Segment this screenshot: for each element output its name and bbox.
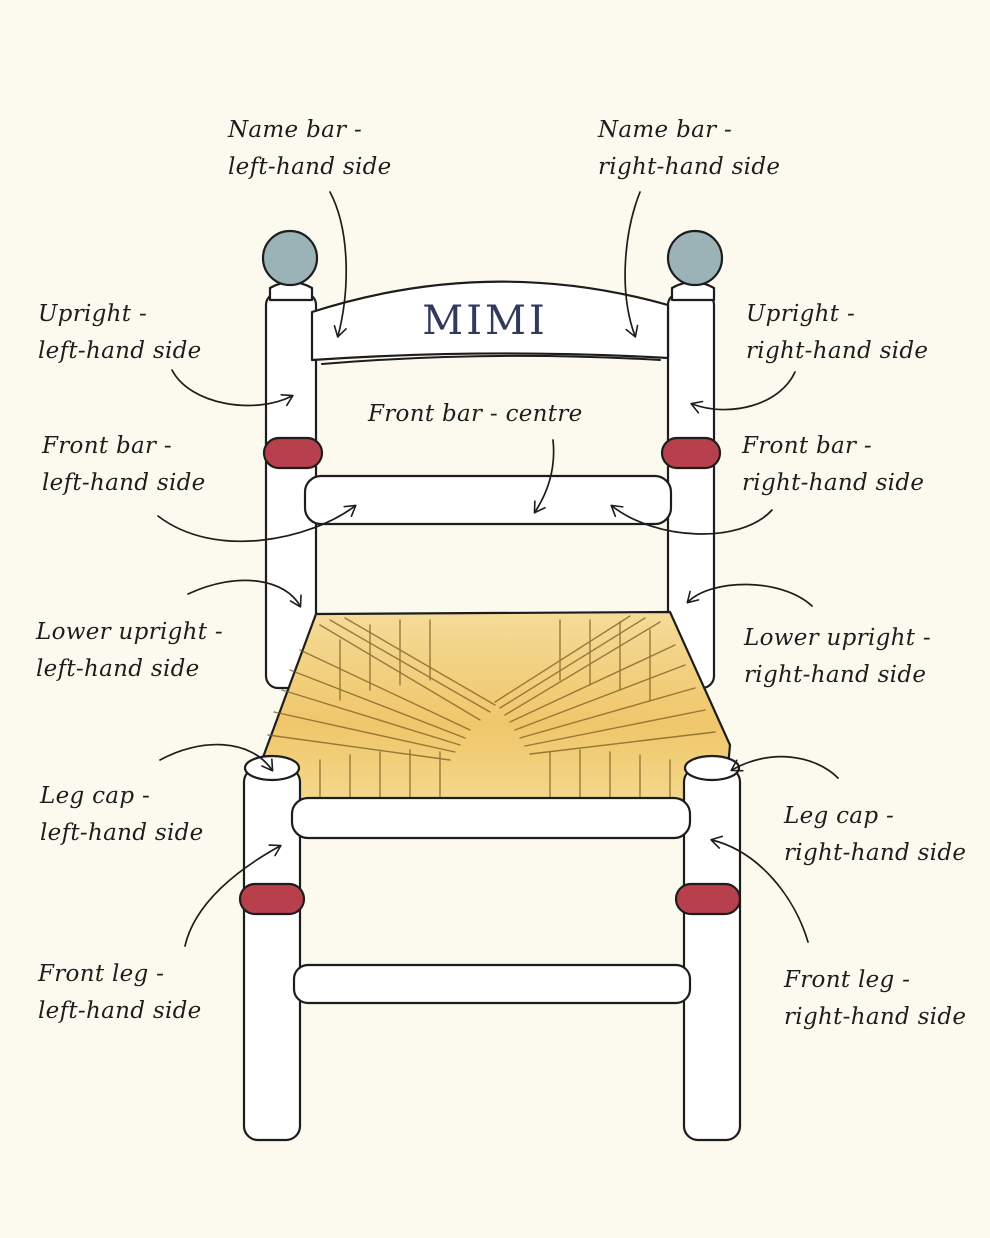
- knob-right: [666, 229, 724, 287]
- label-front-leg-left: Front leg - left-hand side: [38, 961, 202, 1024]
- seat-rail: [290, 796, 692, 840]
- arrow-name-bar-right: [624, 191, 641, 338]
- arrow-upright-left: [171, 369, 294, 407]
- label-upright-right: Upright - right-hand side: [746, 301, 929, 364]
- label-upright-left: Upright - left-hand side: [38, 301, 202, 364]
- name-bar: [310, 280, 670, 362]
- front-bar: [303, 474, 673, 526]
- arrow-front-bar-left: [157, 504, 357, 543]
- front-leg-right: [682, 766, 742, 1142]
- arrow-front-bar-right: [610, 504, 773, 535]
- rush-weave: [267, 615, 716, 801]
- arrow-name-bar-left: [329, 191, 348, 338]
- arrow-leg-cap-right: [730, 755, 839, 779]
- label-lower-upright-left: Lower upright - left-hand side: [36, 619, 223, 682]
- label-name-bar-right: Name bar - right-hand side: [598, 117, 781, 180]
- arrow-front-leg-left: [184, 844, 282, 947]
- label-front-bar-left: Front bar - left-hand side: [42, 433, 206, 496]
- label-front-leg-right: Front leg - right-hand side: [784, 967, 967, 1030]
- label-front-bar-right: Front bar - right-hand side: [742, 433, 925, 496]
- arrow-lower-upright-left: [187, 579, 302, 608]
- lower-stretcher: [292, 963, 692, 1005]
- label-lower-upright-right: Lower upright - right-hand side: [744, 625, 931, 688]
- label-name-bar-left: Name bar - left-hand side: [228, 117, 392, 180]
- arrow-lower-upright-right: [686, 583, 813, 607]
- label-leg-cap-right: Leg cap - right-hand side: [784, 803, 967, 866]
- knob-left: [261, 229, 319, 287]
- arrow-leg-cap-left: [159, 743, 274, 772]
- label-leg-cap-left: Leg cap - left-hand side: [40, 783, 204, 846]
- arrow-front-leg-right: [710, 835, 809, 943]
- band-leg-left: [238, 882, 306, 916]
- arrow-upright-right: [690, 371, 796, 414]
- leg-cap-left: [243, 754, 301, 782]
- band-leg-right: [674, 882, 742, 916]
- band-upright-right: [660, 436, 722, 470]
- label-front-bar-centre: Front bar - centre: [368, 401, 583, 427]
- name-bar-text: MIMI: [422, 298, 548, 344]
- arrow-front-bar-centre: [533, 439, 555, 514]
- band-upright-left: [262, 436, 324, 470]
- rush-seat: [256, 610, 732, 802]
- leg-cap-right: [683, 754, 741, 782]
